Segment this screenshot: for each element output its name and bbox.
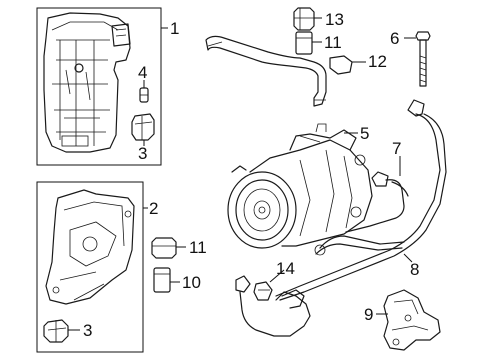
module-housing	[43, 12, 131, 153]
part-10-valve	[153, 267, 171, 293]
part-4-sleeve	[139, 87, 149, 103]
part-7-harness	[345, 171, 409, 233]
callout-6: 6	[390, 29, 399, 48]
callout-11-lower: 11	[189, 238, 207, 257]
part-11-valve-upper	[295, 31, 313, 55]
part-9-bracket	[383, 289, 441, 351]
part-12-hose	[205, 35, 353, 107]
part-14-sensor	[235, 275, 311, 337]
callout-14: 14	[276, 259, 295, 278]
callout-13: 13	[325, 10, 344, 29]
group-box-1	[36, 7, 162, 166]
part-2-shield	[45, 189, 135, 305]
part-3-nut-lower	[43, 319, 69, 343]
group-box-2	[36, 181, 144, 353]
part-8-line	[275, 99, 447, 301]
part-11-cap-lower	[151, 237, 177, 259]
callout-2: 2	[149, 199, 158, 218]
part-6-bolt	[415, 31, 431, 87]
callout-4: 4	[138, 63, 147, 82]
callout-5: 5	[360, 124, 369, 143]
callout-3-upper: 3	[138, 144, 147, 163]
callout-10: 10	[182, 273, 201, 292]
part-3-nut-upper	[131, 113, 155, 141]
callout-1: 1	[170, 19, 179, 38]
callout-11-upper: 11	[324, 33, 342, 52]
callout-3-lower: 3	[83, 321, 92, 340]
callout-7: 7	[392, 139, 401, 158]
callout-9: 9	[364, 305, 373, 324]
leader-8	[403, 253, 413, 263]
callout-8: 8	[410, 260, 419, 279]
callout-12: 12	[368, 52, 387, 71]
leader-14	[269, 269, 285, 283]
part-13-cap	[293, 7, 315, 31]
part-5-compressor	[227, 123, 373, 249]
